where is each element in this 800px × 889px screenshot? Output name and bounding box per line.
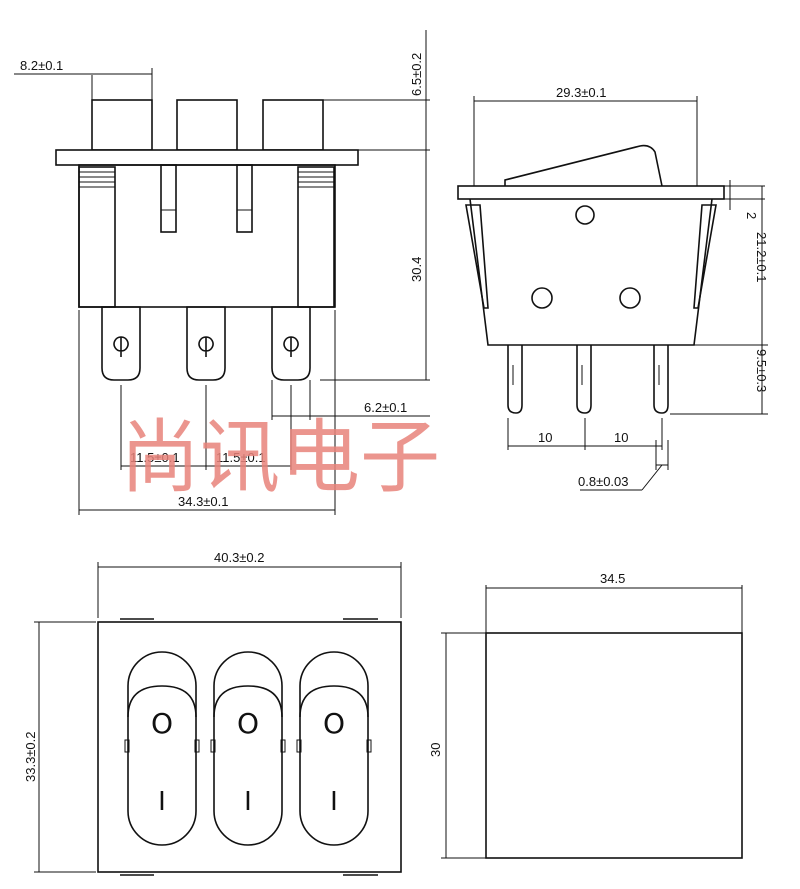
cutout-view: 34.5 30: [428, 571, 743, 859]
front-peg-2: [236, 164, 253, 233]
dim-top-width: 8.2±0.1: [20, 58, 63, 73]
front-terminal-3: [271, 306, 311, 381]
side-hole-left: [531, 287, 553, 309]
dim-terminal-thickness: 0.8±0.03: [578, 474, 629, 489]
dim-top-height: 6.5±0.2: [409, 53, 424, 96]
side-view: 29.3±0.1 2 21.2±0.1 9.5±0.3 10 10 0.8±0.…: [457, 85, 769, 491]
rocker-on-symbol: I: [330, 787, 338, 817]
rocker-off-symbol: O: [151, 707, 173, 740]
watermark: 尚讯电子: [120, 411, 440, 504]
front-rocker-3: [262, 99, 324, 151]
rocker-3[interactable]: O I: [296, 651, 372, 846]
side-flange: [457, 185, 725, 200]
front-rocker-2: [176, 99, 238, 151]
dim-top-width: 40.3±0.2: [214, 550, 265, 565]
front-peg-1: [160, 164, 177, 233]
side-terminals: [507, 345, 669, 414]
side-clip-right: [693, 204, 717, 309]
side-clip-left: [465, 204, 489, 309]
side-rocker: [504, 144, 663, 187]
side-hole-top: [575, 205, 595, 225]
front-clip-right: [297, 166, 335, 308]
dim-top-height: 33.3±0.2: [23, 731, 38, 782]
dim-pitch-right: 11.5±0.1: [216, 450, 266, 465]
rocker-on-symbol: I: [158, 787, 166, 817]
dim-overall-width: 34.3±0.1: [178, 494, 229, 509]
top-frame: [97, 621, 402, 873]
front-body: [78, 164, 336, 308]
dim-pitch-left: 11.5±0.1: [130, 450, 180, 465]
cutout-rectangle: [485, 632, 743, 859]
top-view: O I O I O I 40.3±0.2 33.3±0.2: [23, 550, 402, 876]
dim-side-flange: 2: [744, 212, 759, 219]
dim-side-terminal-length: 9.5±0.3: [754, 349, 769, 392]
side-hole-right: [619, 287, 641, 309]
dim-body-height: 30.4: [409, 257, 424, 282]
rocker-off-symbol: O: [323, 707, 345, 740]
front-terminal-2: [186, 306, 226, 381]
front-rocker-1: [91, 99, 153, 151]
dim-side-width: 29.3±0.1: [556, 85, 607, 100]
front-clip-left: [78, 166, 116, 308]
front-dimension-lines: [14, 30, 430, 515]
dim-side-pitch-right: 10: [614, 430, 628, 445]
cutout-dimension-lines: [441, 585, 743, 859]
dim-side-body-height: 21.2±0.1: [754, 232, 769, 283]
rocker-on-symbol: I: [244, 787, 252, 817]
rocker-off-symbol: O: [237, 707, 259, 740]
front-flange: [55, 149, 359, 166]
top-dimension-lines: [34, 562, 402, 873]
rocker-1[interactable]: O I: [124, 651, 200, 846]
dim-cutout-height: 30: [428, 743, 443, 757]
dim-terminal-pos: 6.2±0.1: [364, 400, 407, 415]
dim-cutout-width: 34.5: [600, 571, 625, 586]
front-terminal-1: [101, 306, 141, 381]
rocker-2[interactable]: O I: [210, 651, 286, 846]
side-dimension-lines: [473, 96, 768, 491]
dim-side-pitch-left: 10: [538, 430, 552, 445]
front-view: 8.2±0.1 6.5±0.2 30.4 6.2±0.1 11.5±0.1 11…: [14, 30, 430, 515]
front-clip-ribs: [79, 171, 334, 188]
